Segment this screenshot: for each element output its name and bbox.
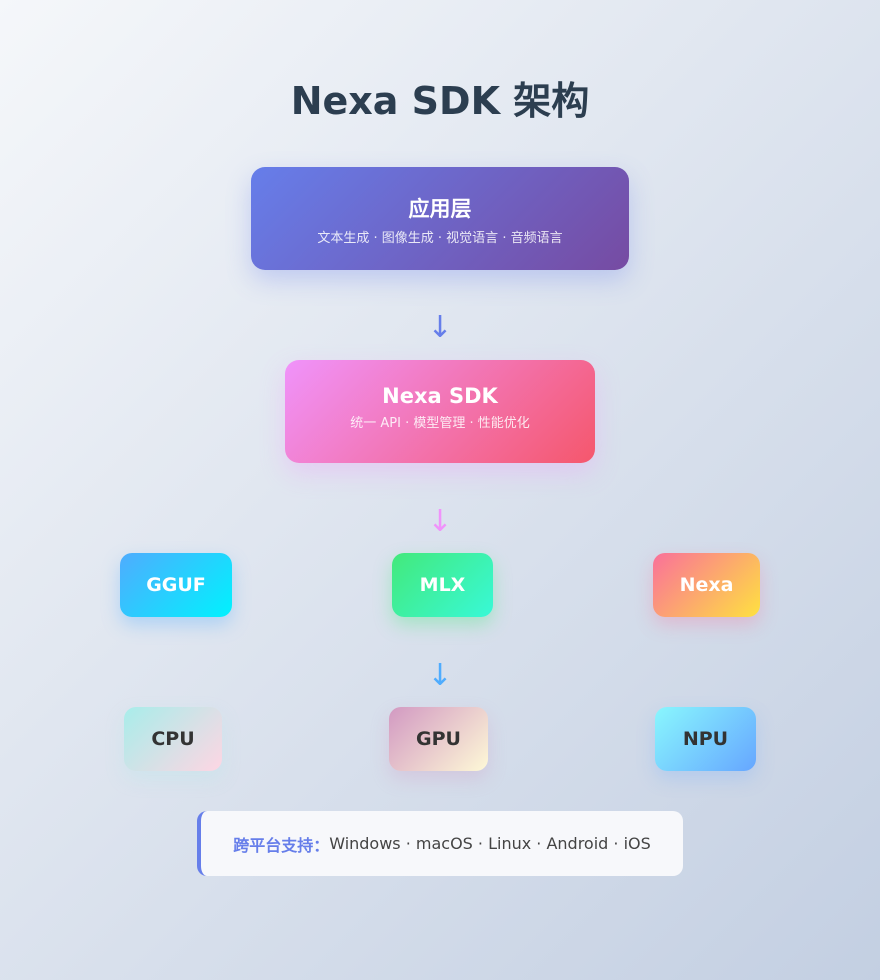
application-layer-box: 应用层 文本生成 · 图像生成 · 视觉语言 · 音频语言 — [251, 167, 629, 270]
arrow-down-icon: ↓ — [427, 310, 453, 345]
platform-support-label: 跨平台支持： — [233, 835, 330, 855]
hardware-cpu-box: CPU — [124, 707, 222, 771]
application-layer-title: 应用层 — [408, 197, 472, 221]
application-layer-subtitle: 文本生成 · 图像生成 · 视觉语言 · 音频语言 — [317, 231, 563, 246]
arrow-down-icon: ↓ — [427, 504, 453, 539]
sdk-layer-title: Nexa SDK — [382, 384, 498, 408]
platform-support-list: Windows · macOS · Linux · Android · iOS — [329, 834, 651, 853]
format-mlx-box: MLX — [392, 553, 493, 617]
arrow-down-icon: ↓ — [427, 658, 453, 693]
hardware-npu-box: NPU — [655, 707, 756, 771]
format-nexa-box: Nexa — [653, 553, 760, 617]
sdk-layer-box: Nexa SDK 统一 API · 模型管理 · 性能优化 — [285, 360, 595, 463]
format-gguf-box: GGUF — [120, 553, 232, 617]
sdk-layer-subtitle: 统一 API · 模型管理 · 性能优化 — [350, 416, 530, 431]
page-title: Nexa SDK 架构 — [290, 79, 590, 123]
hardware-gpu-box: GPU — [389, 707, 488, 771]
platform-support-box: 跨平台支持： Windows · macOS · Linux · Android… — [197, 811, 683, 876]
